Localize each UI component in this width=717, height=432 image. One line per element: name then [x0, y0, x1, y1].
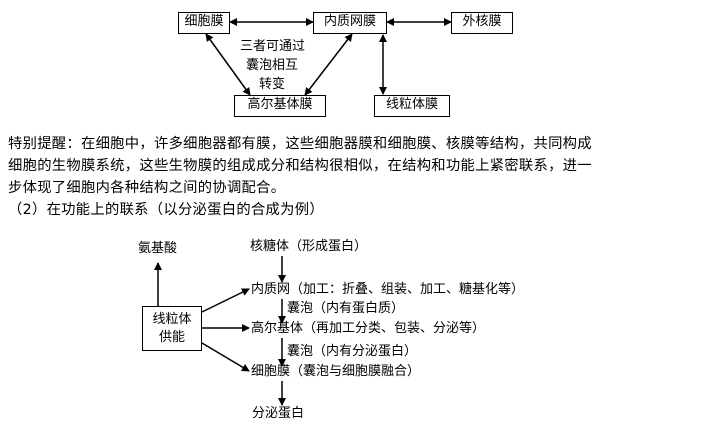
vesicle-1-label: 囊泡（内有蛋白质）: [287, 301, 405, 316]
note-line-2: 囊泡相互: [246, 58, 299, 73]
arrow-mito-er: [201, 288, 250, 313]
outer-nuclear-membrane-box: 外核膜: [451, 12, 513, 34]
secretory-protein-label: 分泌蛋白: [252, 406, 305, 421]
ribosome-label: 核糖体（形成蛋白）: [250, 239, 368, 254]
section-heading: （2）在功能上的联系（以分泌蛋白的合成为例）: [8, 202, 324, 218]
mito-membrane-box: 线粒体膜: [374, 95, 450, 117]
paragraph-line-1: 特别提醒：在细胞中，许多细胞器都有膜，这些细胞器膜和细胞膜、核膜等结构，共同构成: [8, 136, 592, 152]
arrow-cell-golgi: [205, 33, 251, 96]
golgi-label: 高尔基体（再加工分类、包装、分泌等）: [251, 321, 486, 336]
note-line-3: 转变: [259, 77, 286, 92]
arrow-er-golgi: [304, 33, 353, 96]
mito-line-1: 线粒体: [152, 312, 192, 327]
mito-line-2: 供能: [158, 330, 185, 345]
er-membrane-box: 内质网膜: [313, 12, 387, 34]
cell-membrane-label: 细胞膜（囊泡与细胞膜融合）: [251, 364, 421, 379]
mitochondria-energy-box: 线粒体 供能: [142, 306, 202, 351]
cell-membrane-box: 细胞膜: [178, 12, 230, 34]
paragraph-line-2: 细胞的生物膜系统，这些生物膜的组成成分和结构很相似，在结构和功能上紧密联系，进一: [8, 158, 592, 174]
paragraph-line-3: 步体现了细胞内各种结构之间的协调配合。: [8, 180, 286, 196]
amino-acid-label: 氨基酸: [138, 241, 178, 256]
vesicle-2-label: 囊泡（内有分泌蛋白）: [287, 344, 418, 359]
note-line-1: 三者可通过: [240, 39, 306, 54]
er-label: 内质网（加工：折叠、组装、加工、糖基化等）: [251, 282, 525, 297]
golgi-membrane-box: 高尔基体膜: [234, 95, 326, 117]
arrow-mito-membrane: [201, 342, 250, 372]
